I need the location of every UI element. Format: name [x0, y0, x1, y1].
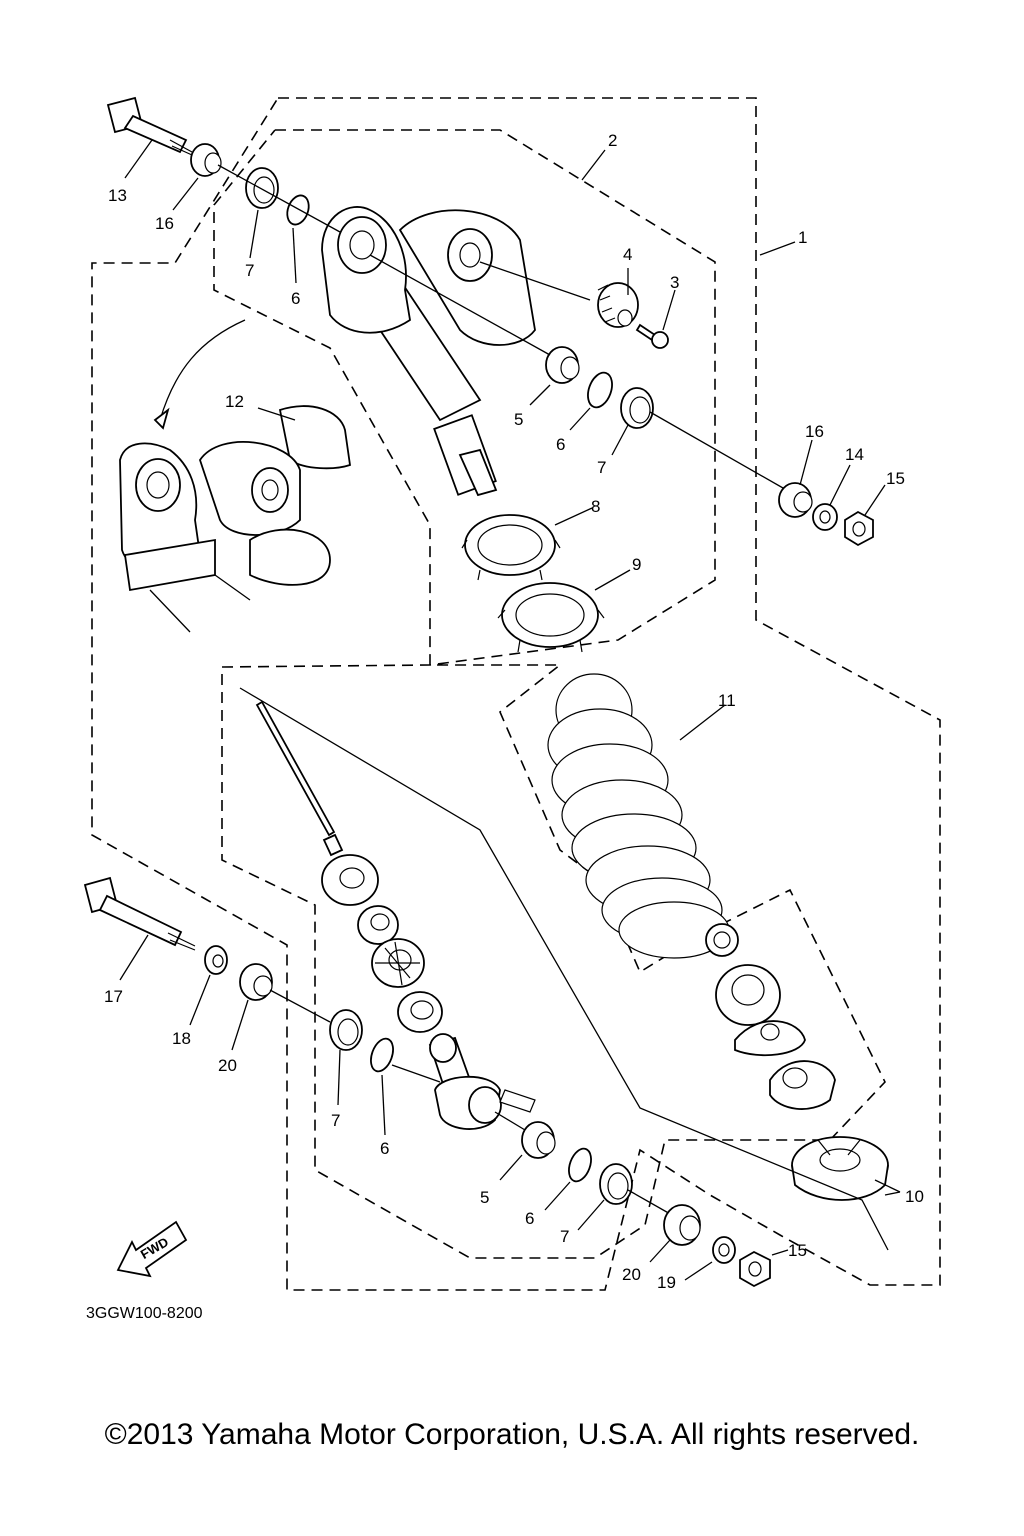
circlip-6-lower-left — [370, 1037, 394, 1073]
spring-11 — [547, 673, 730, 959]
label-part-12: 12 — [225, 392, 244, 411]
label-part-6-upper-left: 6 — [291, 289, 300, 308]
copyright-notice: ©2013 Yamaha Motor Corporation, U.S.A. A… — [104, 1418, 920, 1451]
collar-20-right — [663, 1204, 701, 1246]
label-part-5-upper: 5 — [514, 410, 523, 429]
label-part-7-upper-right: 7 — [597, 458, 606, 477]
circlip-6-upper-left — [286, 194, 310, 226]
label-part-2: 2 — [608, 131, 617, 150]
label-part-15-lower: 15 — [788, 1241, 807, 1260]
bearing-7-upper-left — [245, 167, 279, 209]
label-part-7-upper-left: 7 — [245, 261, 254, 280]
label-part-3: 3 — [670, 273, 679, 292]
label-part-14: 14 — [845, 445, 864, 464]
circlip-6-lower-right — [568, 1147, 592, 1183]
arrow-to-detail — [159, 319, 246, 421]
label-part-18: 18 — [172, 1029, 191, 1048]
label-part-20-left: 20 — [218, 1056, 237, 1075]
label-part-20-right: 20 — [622, 1265, 641, 1284]
label-part-7-lower-left: 7 — [331, 1111, 340, 1130]
adjuster-4 — [597, 282, 639, 328]
ring-nut-9 — [497, 582, 605, 653]
label-part-9: 9 — [632, 555, 641, 574]
bearing-7-lower-left — [329, 1009, 363, 1051]
label-part-6-lower-left: 6 — [380, 1139, 389, 1158]
label-part-5-lower: 5 — [480, 1188, 489, 1207]
spring-seat-parts — [705, 923, 836, 1110]
circlip-6-upper-right — [587, 371, 613, 409]
label-part-8: 8 — [591, 497, 600, 516]
label-part-4: 4 — [623, 245, 632, 264]
shock-body — [321, 206, 536, 497]
collar-16-upper — [190, 143, 222, 177]
assembly-1-boundary — [91, 97, 941, 1291]
label-part-11: 11 — [718, 691, 736, 710]
bearing-7-upper-right — [620, 387, 654, 429]
label-part-15-upper: 15 — [886, 469, 905, 488]
collar-20-left — [239, 963, 273, 1001]
push-rod — [255, 700, 344, 857]
label-part-10: 10 — [905, 1187, 924, 1206]
fwd-arrow-icon: FWD — [116, 1220, 188, 1278]
bearing-7-lower-right — [599, 1163, 633, 1205]
washer-19 — [712, 1236, 736, 1264]
washer-18 — [204, 945, 228, 975]
label-part-1: 1 — [798, 228, 807, 247]
part-labels: 1 2 3 4 5 5 6 6 6 6 7 7 7 7 8 9 10 11 12… — [104, 131, 924, 1292]
washer-14 — [812, 503, 838, 531]
alternate-body-detail — [119, 319, 351, 633]
label-part-6-upper-right: 6 — [556, 435, 565, 454]
label-part-16-right: 16 — [805, 422, 824, 441]
spring-seat-10 — [791, 1136, 889, 1201]
label-part-13: 13 — [108, 186, 127, 205]
eye-end-lower — [428, 1033, 536, 1130]
label-part-6-lower-right: 6 — [525, 1209, 534, 1228]
bolt-17 — [83, 876, 196, 951]
bolt-13 — [106, 96, 193, 156]
valve-stack — [321, 854, 443, 1033]
collar-16-right — [778, 482, 813, 518]
label-part-7-lower-right: 7 — [560, 1227, 569, 1246]
collar-5-upper — [545, 346, 580, 384]
screw-3 — [635, 323, 669, 349]
leader-lines — [119, 139, 901, 1281]
label-part-16-upper: 16 — [155, 214, 174, 233]
assembly-2-boundary — [213, 129, 886, 1259]
drawing-code: 3GGW100-8200 — [86, 1305, 203, 1322]
nut-15-lower — [739, 1250, 771, 1288]
collar-5-lower — [521, 1121, 556, 1159]
nut-15-upper — [844, 510, 874, 547]
ring-nut-8 — [461, 514, 561, 581]
label-part-19: 19 — [657, 1273, 676, 1292]
label-part-17: 17 — [104, 987, 123, 1006]
